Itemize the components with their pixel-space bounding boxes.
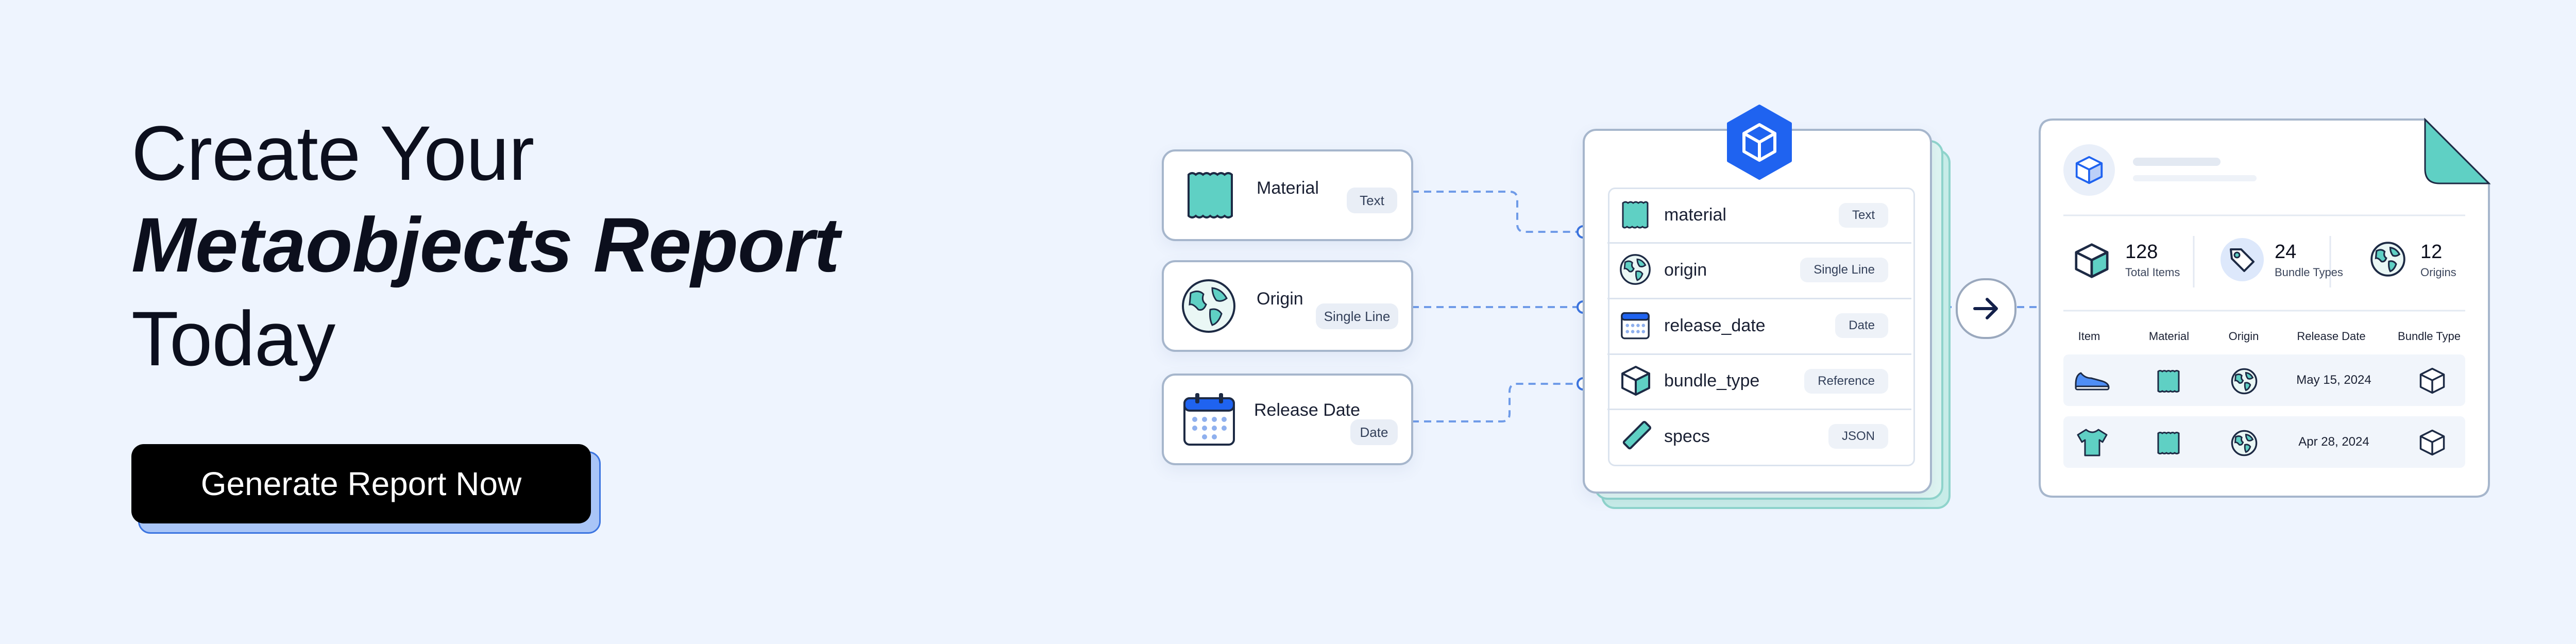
fabric-swatch-icon bbox=[1188, 172, 1233, 218]
calendar-icon bbox=[1183, 393, 1235, 446]
column-header: Release Date bbox=[2297, 330, 2366, 343]
headline-line-2: Metaobjects Report bbox=[131, 201, 840, 288]
schema-row-name: bundle_type bbox=[1664, 371, 1760, 391]
schema-row-type: Reference bbox=[1804, 369, 1888, 394]
schema-row-type: JSON bbox=[1828, 424, 1888, 449]
field-card-release-date[interactable]: Release Date Date bbox=[1162, 374, 1413, 465]
ruler-icon bbox=[1622, 420, 1652, 450]
stat-value: 12 bbox=[2420, 241, 2443, 263]
column-header: Origin bbox=[2228, 330, 2259, 343]
tshirt-icon bbox=[2077, 429, 2108, 456]
release-date-cell: Apr 28, 2024 bbox=[2298, 435, 2369, 449]
schema-row-type: Text bbox=[1838, 203, 1888, 228]
stat-value: 24 bbox=[2275, 241, 2297, 263]
schema-rows bbox=[1608, 188, 1915, 466]
arrow-right-icon bbox=[1973, 298, 1998, 319]
tag-icon bbox=[2230, 248, 2255, 272]
divider bbox=[1607, 242, 1911, 244]
connector-release-date bbox=[1412, 383, 1582, 422]
column-header: Bundle Type bbox=[2398, 330, 2461, 343]
table-row[interactable]: Apr 28, 2024 bbox=[2063, 416, 2465, 468]
stat-value: 128 bbox=[2125, 241, 2158, 263]
report-document bbox=[2039, 117, 2491, 498]
schema-row-name: material bbox=[1664, 205, 1726, 225]
proceed-arrow-button[interactable] bbox=[1956, 278, 2016, 339]
schema-row-name: release_date bbox=[1664, 316, 1766, 335]
field-type-pill: Date bbox=[1350, 419, 1398, 445]
schema-badge bbox=[1723, 104, 1795, 180]
schema-row-type: Date bbox=[1835, 313, 1888, 338]
stat-label: Bundle Types bbox=[2275, 266, 2343, 279]
sneaker-icon bbox=[2075, 372, 2110, 391]
box-icon bbox=[2419, 429, 2445, 456]
fabric-swatch-icon bbox=[2157, 432, 2180, 454]
generate-report-button[interactable]: Generate Report Now bbox=[131, 444, 591, 523]
schema-row-type: Single Line bbox=[1800, 258, 1888, 282]
globe-icon bbox=[2231, 430, 2258, 456]
stat-label: Origins bbox=[2420, 266, 2456, 279]
stat-icon-bg bbox=[2221, 238, 2264, 281]
report-logo bbox=[2063, 144, 2115, 196]
fabric-swatch-icon bbox=[1622, 201, 1649, 229]
schema-row-name: origin bbox=[1664, 260, 1707, 280]
column-header: Material bbox=[2148, 330, 2190, 343]
divider bbox=[1607, 298, 1911, 299]
field-title: Origin bbox=[1257, 289, 1303, 309]
box-icon bbox=[1621, 366, 1650, 396]
field-card-material[interactable]: Material Text bbox=[1162, 149, 1413, 241]
stat-label: Total Items bbox=[2125, 266, 2180, 279]
release-date-cell: May 15, 2024 bbox=[2296, 373, 2371, 387]
connector-material bbox=[1412, 191, 1582, 233]
field-card-origin[interactable]: Origin Single Line bbox=[1162, 260, 1413, 352]
globe-icon bbox=[2370, 242, 2405, 277]
headline-line-1: Create Your bbox=[131, 110, 534, 196]
calendar-icon bbox=[1621, 312, 1650, 340]
field-type-pill: Text bbox=[1347, 188, 1397, 213]
headline-line-3: Today bbox=[131, 295, 335, 382]
box-icon bbox=[2419, 367, 2445, 394]
box-icon bbox=[2075, 243, 2109, 278]
field-title: Material bbox=[1257, 178, 1319, 198]
cube-icon bbox=[2075, 156, 2103, 184]
globe-icon bbox=[1620, 254, 1651, 285]
schema-row-name: specs bbox=[1664, 427, 1710, 446]
field-title: Release Date bbox=[1254, 400, 1361, 420]
column-header: Item bbox=[2078, 330, 2100, 343]
divider bbox=[1607, 409, 1911, 410]
globe-icon bbox=[1182, 279, 1235, 333]
cube-icon bbox=[1727, 105, 1792, 180]
divider bbox=[1607, 353, 1911, 355]
fabric-swatch-icon bbox=[2157, 370, 2180, 393]
field-type-pill: Single Line bbox=[1316, 303, 1398, 329]
globe-icon bbox=[2231, 368, 2258, 395]
table-row[interactable]: May 15, 2024 bbox=[2063, 354, 2465, 406]
